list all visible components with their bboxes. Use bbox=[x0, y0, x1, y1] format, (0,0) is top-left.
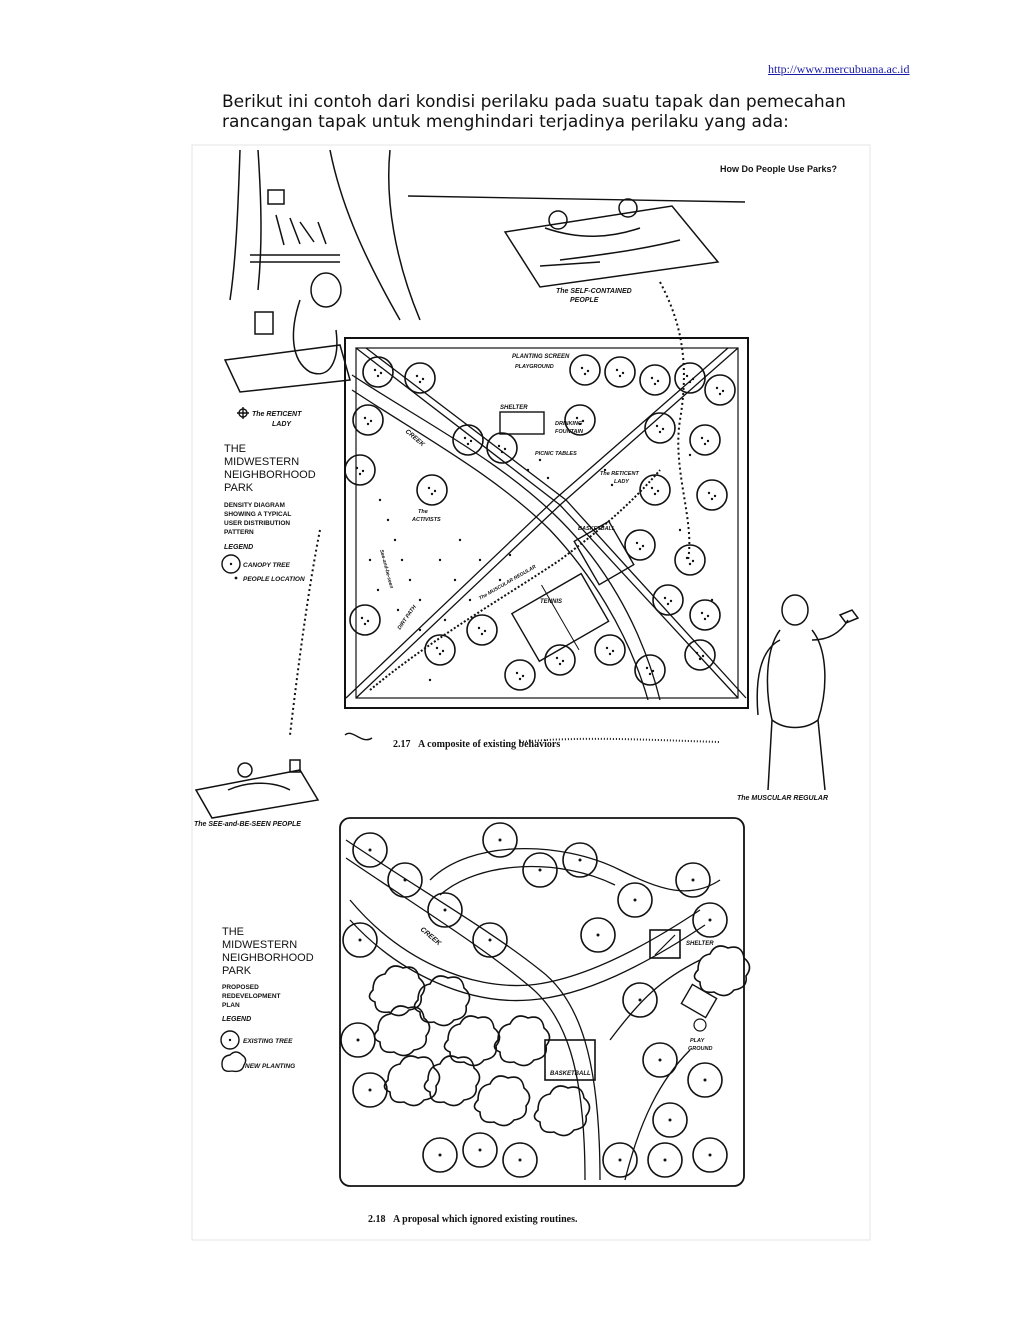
map-label-playground: PLAYGROUND bbox=[515, 364, 554, 370]
map-label-shelter: SHELTER bbox=[500, 405, 528, 411]
legend-existing-tree: EXISTING TREE bbox=[243, 1038, 293, 1045]
label-self-contained-2: PEOPLE bbox=[570, 297, 599, 304]
map-label-drinking-2: FOUNTAIN bbox=[555, 429, 584, 435]
map-label-reticent-lady-2: LADY bbox=[614, 479, 630, 485]
figure2-caption-number: 2.18 bbox=[368, 1214, 386, 1225]
svg-text:DENSITY DIAGRAM: DENSITY DIAGRAM bbox=[224, 502, 285, 509]
svg-text:MIDWESTERN: MIDWESTERN bbox=[222, 939, 297, 951]
svg-text:LEGEND: LEGEND bbox=[222, 1016, 251, 1023]
figure1-caption-text: A composite of existing behaviors bbox=[418, 739, 560, 750]
map-label-planting-screen: PLANTING SCREEN bbox=[512, 354, 570, 360]
map-label-activists-1: The bbox=[418, 509, 428, 515]
svg-text:THE: THE bbox=[222, 926, 244, 938]
map-label-muscular-path: The MUSCULAR REGULAR bbox=[478, 564, 538, 602]
map-label-drinking-1: DRINKING bbox=[555, 421, 583, 427]
map-label-creek: CREEK bbox=[404, 428, 427, 449]
map-label-dirt-path: DIRT PATH bbox=[397, 604, 419, 632]
figure2-title-block: THE MIDWESTERN NEIGHBORHOOD PARK PROPOSE… bbox=[220, 926, 314, 1073]
muscular-man-sketch bbox=[756, 594, 860, 791]
figure2: THE MIDWESTERN NEIGHBORHOOD PARK PROPOSE… bbox=[220, 817, 751, 1225]
label-muscular: The MUSCULAR REGULAR bbox=[737, 795, 828, 802]
svg-text:USER DISTRIBUTION: USER DISTRIBUTION bbox=[224, 520, 290, 527]
header-url-link[interactable]: http://www.mercubuana.ac.id bbox=[768, 62, 910, 76]
svg-text:PROPOSED: PROPOSED bbox=[222, 984, 259, 991]
map-label-reticent-lady-1: The RETICENT bbox=[600, 471, 639, 477]
label-self-contained-1: The SELF-CONTAINED bbox=[556, 288, 632, 295]
figure1-caption-number: 2.17 bbox=[393, 739, 411, 750]
proposed-park-map: CREEK SHELTER PLAY GROUND BASKETBALL bbox=[339, 817, 751, 1187]
svg-text:PLAN: PLAN bbox=[222, 1002, 240, 1009]
svg-text:REDEVELOPMENT: REDEVELOPMENT bbox=[222, 993, 281, 1000]
existing-park-map: PLANTING SCREEN PLAYGROUND SHELTER DRINK… bbox=[344, 337, 749, 709]
legend-people-location: PEOPLE LOCATION bbox=[243, 576, 305, 583]
legend-new-planting: NEW PLANTING bbox=[245, 1063, 295, 1070]
map2-label-shelter: SHELTER bbox=[686, 941, 714, 947]
map2-label-basketball: BASKETBALL bbox=[550, 1071, 591, 1077]
label-see-and-be-seen: The SEE-and-BE-SEEN PEOPLE bbox=[194, 821, 301, 828]
label-reticent-1: The RETICENT bbox=[252, 411, 302, 418]
map-label-see-path: See-and-be-seen bbox=[378, 549, 394, 589]
svg-text:PATTERN: PATTERN bbox=[224, 529, 254, 536]
see-and-be-seen-sketch bbox=[194, 759, 320, 819]
legend-canopy-tree: CANOPY TREE bbox=[243, 562, 290, 569]
figure2-caption-text: A proposal which ignored existing routin… bbox=[393, 1214, 578, 1225]
corner-note: How Do People Use Parks? bbox=[720, 164, 837, 174]
blanket-couple-sketch bbox=[503, 198, 720, 288]
svg-text:MIDWESTERN: MIDWESTERN bbox=[224, 456, 299, 468]
svg-text:PARK: PARK bbox=[222, 965, 252, 977]
svg-text:NEIGHBORHOOD: NEIGHBORHOOD bbox=[222, 952, 314, 964]
svg-text:LEGEND: LEGEND bbox=[224, 544, 253, 551]
svg-text:THE: THE bbox=[224, 443, 246, 455]
map-label-basketball: BASKETBALL bbox=[578, 526, 616, 532]
map-label-tennis: TENNIS bbox=[540, 599, 562, 605]
map-label-picnic-tables: PICNIC TABLES bbox=[535, 451, 577, 457]
reticent-lady-symbol bbox=[237, 407, 249, 419]
figure1-title-block: THE MIDWESTERN NEIGHBORHOOD PARK DENSITY… bbox=[221, 443, 316, 583]
map2-label-playground-1: PLAY bbox=[690, 1038, 706, 1044]
svg-text:NEIGHBORHOOD: NEIGHBORHOOD bbox=[224, 469, 316, 481]
label-reticent-2: LADY bbox=[272, 421, 292, 428]
figure1: How Do People Use Parks? The SELF-CONTAI… bbox=[194, 149, 860, 828]
map-label-activists-2: ACTIVISTS bbox=[411, 517, 441, 523]
svg-text:SHOWING A TYPICAL: SHOWING A TYPICAL bbox=[224, 511, 291, 518]
intro-paragraph: Berikut ini contoh dari kondisi perilaku… bbox=[222, 92, 846, 132]
svg-text:PARK: PARK bbox=[224, 482, 254, 494]
reading-woman-sketch bbox=[223, 149, 421, 393]
map2-label-creek: CREEK bbox=[419, 926, 443, 948]
map2-label-playground-2: GROUND bbox=[688, 1046, 712, 1052]
